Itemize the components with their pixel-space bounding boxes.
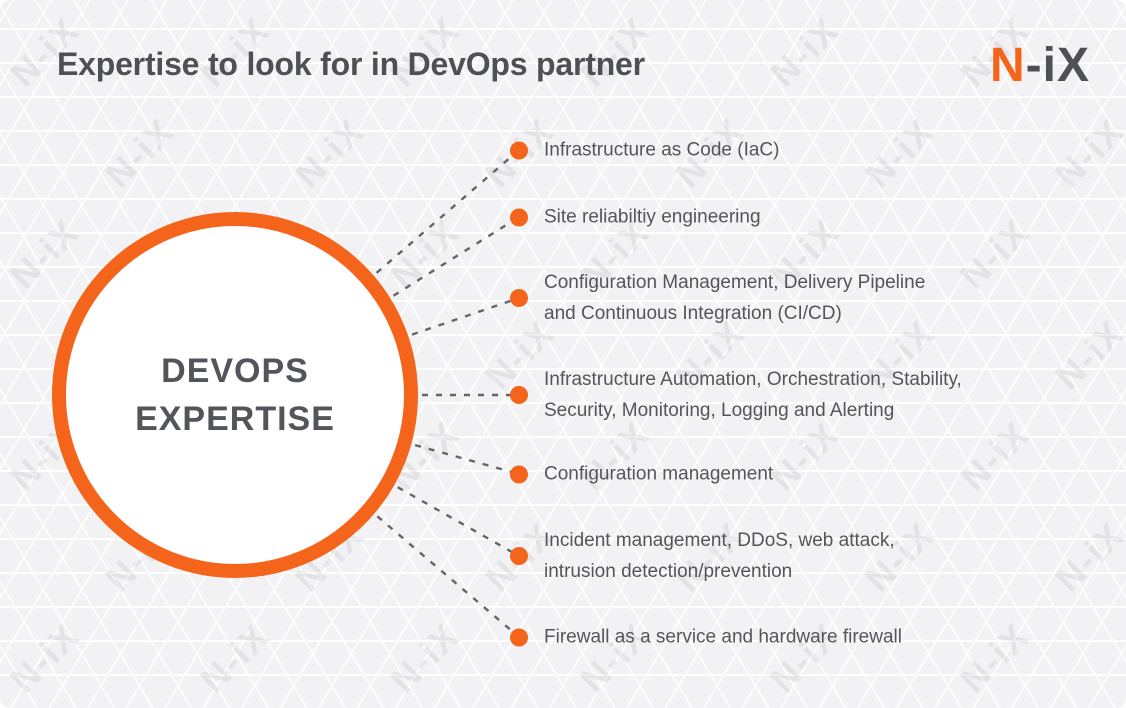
expertise-item: Incident management, DDoS, web attack, i… — [510, 525, 895, 587]
nix-logo: N-iX — [990, 38, 1090, 93]
expertise-item-label: Configuration Management, Delivery Pipel… — [544, 272, 926, 324]
expertise-item: Configuration Management, Delivery Pipel… — [510, 267, 925, 329]
devops-expertise-circle: DEVOPS EXPERTISE — [52, 212, 418, 578]
dashed-connector-line — [375, 149, 520, 274]
page-title: Expertise to look for in DevOps partner — [57, 46, 645, 82]
dashed-connector-line — [414, 443, 520, 476]
expertise-item: Infrastructure as Code (IaC) — [510, 135, 779, 166]
circle-label-line1: DEVOPS — [161, 352, 309, 390]
expertise-item: Configuration management — [510, 459, 773, 490]
expertise-item: Firewall as a service and hardware firew… — [510, 622, 902, 653]
bullet-icon — [510, 141, 528, 159]
bullet-icon — [510, 289, 528, 307]
expertise-item-label: Incident management, DDoS, web attack, i… — [544, 530, 895, 582]
dashed-connector-line — [397, 486, 520, 558]
bullet-icon — [510, 208, 528, 226]
expertise-item-label: Site reliabiltiy engineering — [544, 206, 761, 228]
logo-accent-part: N — [990, 39, 1026, 92]
bullet-icon — [510, 465, 528, 483]
expertise-item-label: Firewall as a service and hardware firew… — [544, 626, 902, 648]
dashed-connector-line — [411, 296, 520, 336]
expertise-item-label: Infrastructure Automation, Orchestration… — [544, 369, 962, 421]
expertise-item: Infrastructure Automation, Orchestration… — [510, 364, 962, 426]
dashed-connector-line — [376, 515, 520, 638]
bullet-icon — [510, 386, 528, 404]
dashed-connector-line — [392, 215, 520, 297]
expertise-item: Site reliabiltiy engineering — [510, 202, 761, 233]
circle-label-line2: EXPERTISE — [135, 400, 335, 438]
circle-label: DEVOPS EXPERTISE — [135, 347, 335, 443]
bullet-icon — [510, 547, 528, 565]
bullet-icon — [510, 628, 528, 646]
expertise-item-label: Configuration management — [544, 463, 774, 485]
expertise-item-label: Infrastructure as Code (IaC) — [544, 139, 780, 161]
logo-dark-part: -iX — [1025, 39, 1091, 92]
